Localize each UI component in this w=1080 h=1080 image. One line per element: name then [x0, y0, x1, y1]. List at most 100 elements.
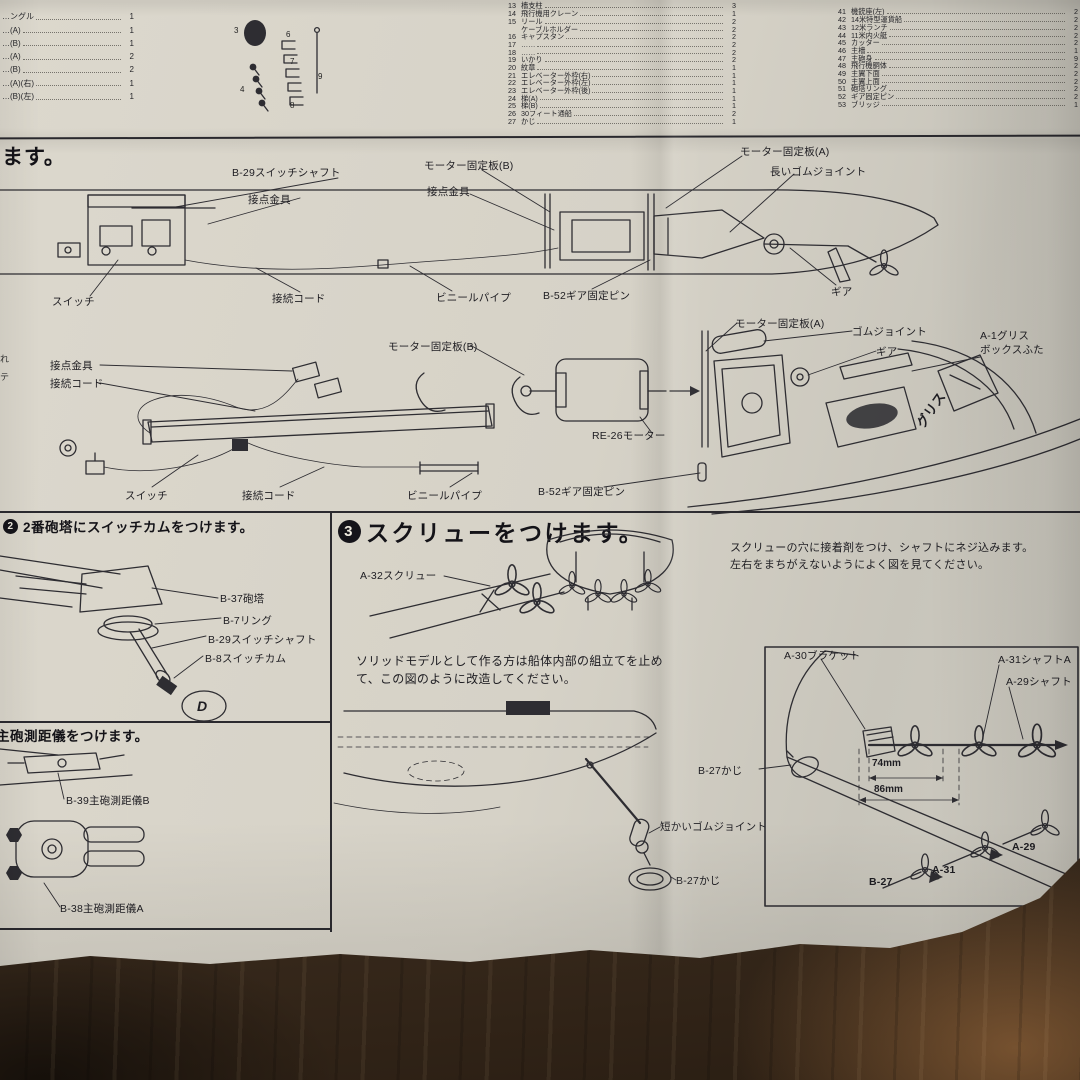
label-cord: 接続コード: [50, 378, 104, 390]
turret: [15, 565, 163, 641]
label-short-rubber-joint: 短かいゴムジョイント: [660, 821, 767, 833]
shaft-parts-group: [882, 809, 1062, 889]
stern-gear: [827, 245, 901, 283]
part-number: 4: [240, 85, 245, 94]
parts-row: 27 かじ 1: [508, 116, 736, 126]
diagram-frame: [764, 646, 1079, 907]
dimension-86mm: 86mm: [874, 784, 903, 795]
turret-section-heading-text: 2番砲塔にスイッチカムをつけます。: [23, 520, 254, 535]
mount-hooks: [415, 372, 540, 416]
dimension-lines: [858, 748, 960, 806]
step-3-badge: 3: [338, 519, 361, 543]
parts-row: …(B)(左) 1: [2, 92, 134, 102]
part-number: 9: [318, 72, 323, 81]
label-part-d: D: [197, 698, 208, 714]
parts-row: 22 エレベーター外枠(左) 1: [508, 78, 736, 88]
label-a29: A-29: [1012, 841, 1036, 853]
label-switch-shaft: B-29スイッチシャフト: [232, 167, 341, 179]
motor-assembly: [544, 193, 849, 271]
solid-model-hull-diagram: [333, 701, 677, 891]
parts-row: 45 カッター 2: [838, 38, 1078, 48]
label-switch-shaft: B-29スイッチシャフト: [208, 634, 317, 646]
hull-deck-line: [343, 710, 657, 730]
screw-section-note: スクリューの穴に接着剤をつけ、シャフトにネジ込みます。 左右をまちがえないように…: [730, 542, 1034, 571]
step-2-badge: 2: [3, 518, 18, 534]
label-rudder: B-27かじ: [676, 875, 721, 887]
part-number: 3: [234, 26, 239, 35]
rangefinder-diagram: [0, 748, 145, 908]
rangefinder-a: [6, 820, 145, 908]
section-divider-left: [0, 721, 332, 723]
parts-row: 17 …… 2: [508, 39, 736, 49]
stern-profile: [785, 650, 1079, 900]
parts-row: …(A) 1: [2, 25, 134, 35]
parts-row: …ングル 1: [2, 12, 134, 22]
leader-lines: [99, 322, 981, 488]
propeller-shafts: [369, 564, 565, 639]
label-a31: A-31: [932, 864, 956, 876]
parts-row: 26 30フィート通船 2: [508, 109, 736, 119]
hull-outline: [0, 189, 939, 275]
parts-row: 15 リール 2: [508, 16, 736, 26]
shaft-bracket-box-diagram: [758, 646, 1079, 907]
rangefinder-section-heading: 主砲測距儀をつけます。: [0, 725, 149, 745]
switch-assembly: [57, 194, 216, 266]
bracket-and-shaft: [862, 723, 1068, 761]
leader-lines: [151, 587, 222, 679]
stern-shaft-and-rudder: [584, 757, 672, 891]
rudder-small: [786, 750, 819, 778]
parts-row: 13 檣支柱 3: [508, 1, 736, 11]
parts-row: …(A) 2: [2, 52, 134, 62]
parts-row: 53 ブリッジ 1: [838, 99, 1078, 109]
label-rudder-left: B-27かじ: [698, 765, 743, 777]
label-ring: B-7リング: [223, 615, 273, 627]
label-contact-fitting: 接点金具: [248, 194, 291, 206]
label-vinyl-pipe: ビニールパイプ: [407, 490, 482, 502]
screw-section-heading: 3 スクリューをつけます。: [338, 514, 644, 548]
label-switch: スイッチ: [125, 490, 168, 502]
section-divider-mid: [0, 511, 1080, 513]
deck-lines: [0, 555, 121, 608]
parts-row: 23 エレベーター外枠(後) 1: [508, 86, 736, 96]
motor: [520, 358, 700, 422]
parts-row: 49 主翼下面 2: [838, 68, 1078, 78]
label-rangefinder-a: B-38主砲測距儀A: [60, 903, 144, 915]
label-switch: スイッチ: [52, 296, 95, 308]
gearbox: [697, 329, 810, 482]
teardrop-parts: [249, 63, 269, 112]
label-screw: A-32スクリュー: [360, 570, 437, 582]
parts-row: 20 紋章 1: [508, 62, 736, 72]
margin-fragment: れ: [0, 354, 10, 364]
parts-row: …(B) 1: [2, 38, 134, 48]
parts-row: 21 エレベーター外枠(右) 1: [508, 70, 736, 80]
label-motor-plate-b: モーター固定板(B): [424, 160, 514, 172]
label-shaft-a29: A-29シャフト: [1006, 676, 1072, 688]
cam-disc-part: [181, 690, 227, 722]
label-gear: ギア: [831, 286, 853, 298]
label-vinyl-pipe: ビニールパイプ: [436, 292, 511, 304]
parts-row: 47 主砲身 9: [838, 53, 1078, 63]
parts-row: 41 機銃座(左) 2: [838, 7, 1078, 17]
connection-cord: [184, 247, 559, 270]
dimension-74mm: 74mm: [872, 758, 901, 769]
small-parts-diagram: [244, 20, 321, 112]
section-divider-top: [0, 134, 1080, 140]
stern-piece: [687, 340, 1080, 515]
label-rangefinder-b: B-39主砲測距儀B: [66, 795, 150, 807]
section-divider-bottom-left: [0, 928, 332, 930]
parts-row: …(B) 2: [2, 65, 134, 75]
label-contact-fitting: 接点金具: [50, 360, 93, 372]
label-grease-box-lid: A-1グリス ボックスふた: [980, 330, 1044, 356]
rangefinder-b: [0, 748, 133, 800]
parts-row: 51 砲塔リング 2: [838, 84, 1078, 94]
parts-row: 24 梯(A) 1: [508, 93, 736, 103]
parts-list-column-mid: 13 檣支柱 3 14 飛行機用クレーン 1 15 リール 2 ケーブルホルダー…: [508, 2, 736, 125]
switch-shaft-and-cam: [129, 628, 178, 696]
parts-list-column-left: …ングル 1 …(A) 1 …(B) 1 …(A) 2 …(B) 2 …(A)(: [2, 8, 134, 101]
grease-box: [825, 352, 917, 448]
turret-cam-diagram: [0, 555, 227, 722]
label-gear-pin: B-52ギア固定ピン: [543, 290, 631, 302]
parts-list-column-right: 41 機銃座(左) 2 42 14米特型運貨船 2 43 12米ランチ 2 44…: [838, 8, 1078, 108]
